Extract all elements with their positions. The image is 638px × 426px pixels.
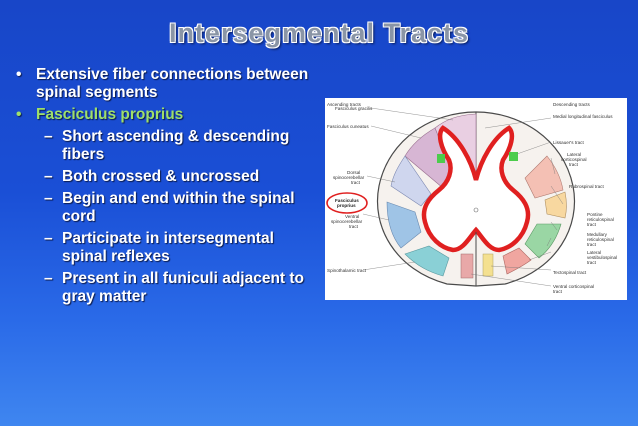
- label-lateral-cs-1: Lateral: [567, 152, 581, 157]
- label-medullary-3: tract: [587, 242, 597, 247]
- lateral-corticospinal-region: [524, 155, 564, 199]
- label-lat-vest-1: Lateral: [587, 250, 601, 255]
- label-ventral-3: tract: [349, 224, 359, 229]
- reticulospinal-region: [524, 223, 562, 259]
- label-pontine-2: reticulospinal: [587, 217, 614, 222]
- dash-icon: –: [44, 190, 53, 207]
- label-medial-longitudinal: Medial longitudinal fasciculus: [553, 114, 613, 119]
- spinal-cord-figure: Ascending tracts Fasciculus gracilis Fas…: [325, 98, 627, 300]
- label-pontine-3: tract: [587, 222, 597, 227]
- sub-bullet-item: – Begin and end within the spinal cord: [14, 190, 314, 226]
- dash-icon: –: [44, 270, 53, 287]
- sub-bullet-item: – Both crossed & uncrossed: [14, 168, 314, 186]
- tectospinal-region: [482, 253, 494, 277]
- bullet-dot-icon: •: [16, 106, 22, 123]
- label-ventral-cs-1: Ventral corticospinal: [553, 284, 594, 289]
- label-ventral-cs-2: tract: [553, 289, 563, 294]
- lissauer-tract-marker: [509, 152, 518, 161]
- bullet-text: Extensive fiber connections between spin…: [36, 66, 309, 101]
- label-dorsal-3: tract: [351, 180, 361, 185]
- sub-bullet-item: – Short ascending & descending fibers: [14, 128, 314, 164]
- rubrospinal-region: [544, 191, 567, 219]
- label-lissauer: Lissauer's tract: [553, 140, 584, 145]
- label-lateral-cs-3: tract: [569, 162, 579, 167]
- spinothalamic-region: [404, 245, 450, 277]
- label-medullary-1: Medullary: [587, 232, 608, 237]
- bullet-text: Fasciculus proprius: [36, 106, 184, 123]
- label-spinothalamic: Spinothalamic tract: [327, 268, 367, 273]
- lissauer-tract-marker: [437, 154, 445, 163]
- label-fasciculus-gracilis: Fasciculus gracilis: [335, 106, 373, 111]
- label-dorsal-1: Dorsal: [347, 170, 360, 175]
- label-ventral-2: spinocerebellar: [331, 219, 363, 224]
- sub-bullet-item: – Present in all funiculi adjacent to gr…: [14, 270, 314, 306]
- central-canal: [473, 207, 479, 213]
- sub-bullet-item: – Participate in intersegmental spinal r…: [14, 230, 314, 266]
- label-lateral-cs-2: corticospinal: [561, 157, 587, 162]
- bullet-item: • Extensive fiber connections between sp…: [14, 66, 314, 102]
- dash-icon: –: [44, 168, 53, 185]
- label-lat-vest-3: tract: [587, 260, 597, 265]
- dash-icon: –: [44, 128, 53, 145]
- highlight-ellipse: [326, 192, 368, 214]
- label-dorsal-2: spinocerebellar: [333, 175, 365, 180]
- ventral-spinocerebellar-region: [386, 201, 422, 249]
- label-ventral-1: Ventral: [345, 214, 359, 219]
- label-lat-vest-2: vestibulospinal: [587, 255, 617, 260]
- vestibulospinal-region: [502, 247, 532, 275]
- label-rubrospinal: Rubrospinal tract: [569, 184, 604, 189]
- label-fasciculus-proprius-2: proprius: [337, 203, 356, 208]
- figure-header-descending: Descending tracts: [553, 102, 590, 107]
- label-medullary-2: reticulospinal: [587, 237, 614, 242]
- sub-bullet-text: Participate in intersegmental spinal ref…: [62, 230, 274, 265]
- bullet-item: • Fasciculus proprius: [14, 106, 314, 124]
- label-fasciculus-cuneatus: Fasciculus cuneatus: [327, 124, 369, 129]
- bullet-list: • Extensive fiber connections between sp…: [14, 66, 314, 309]
- sub-bullet-text: Short ascending & descending fibers: [62, 128, 290, 163]
- dash-icon: –: [44, 230, 53, 247]
- sub-bullet-text: Present in all funiculi adjacent to gray…: [62, 270, 305, 305]
- sub-bullet-text: Both crossed & uncrossed: [62, 168, 260, 185]
- dorsal-spinocerebellar-region: [390, 155, 432, 207]
- spinal-cord-diagram: Ascending tracts Fasciculus gracilis Fas…: [326, 102, 617, 294]
- bullet-dot-icon: •: [16, 66, 22, 83]
- label-fasciculus-proprius-1: Fasciculus: [335, 198, 359, 203]
- fasciculus-cuneatus-region: [404, 127, 458, 189]
- slide-title: Intersegmental Tracts: [168, 18, 470, 48]
- label-tectospinal: Tectospinal tract: [553, 270, 587, 275]
- ventral-corticospinal-region: [460, 253, 474, 279]
- label-pontine-1: Pontine: [587, 212, 603, 217]
- sub-bullet-text: Begin and end within the spinal cord: [62, 190, 295, 225]
- figure-header-ascending: Ascending tracts: [327, 102, 362, 107]
- fasciculus-proprius-outline: [421, 125, 531, 253]
